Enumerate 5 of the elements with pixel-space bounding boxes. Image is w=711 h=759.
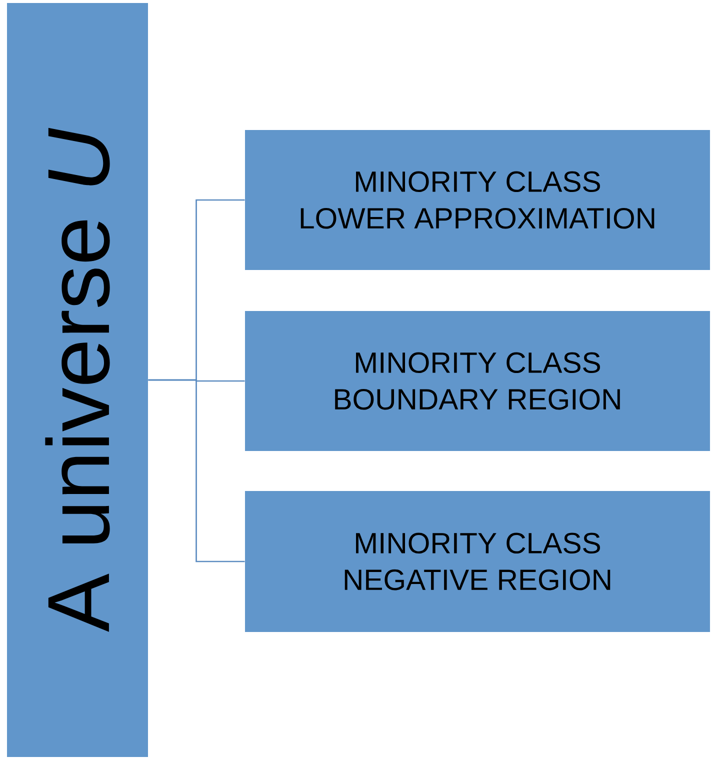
region-box: MINORITY CLASS NEGATIVE REGION bbox=[245, 491, 710, 632]
universe-bar: A universe U bbox=[7, 3, 148, 757]
region-box: MINORITY CLASS LOWER APPROXIMATION bbox=[245, 130, 710, 270]
region-box: MINORITY CLASS BOUNDARY REGION bbox=[245, 311, 710, 451]
connector-line bbox=[148, 379, 245, 562]
